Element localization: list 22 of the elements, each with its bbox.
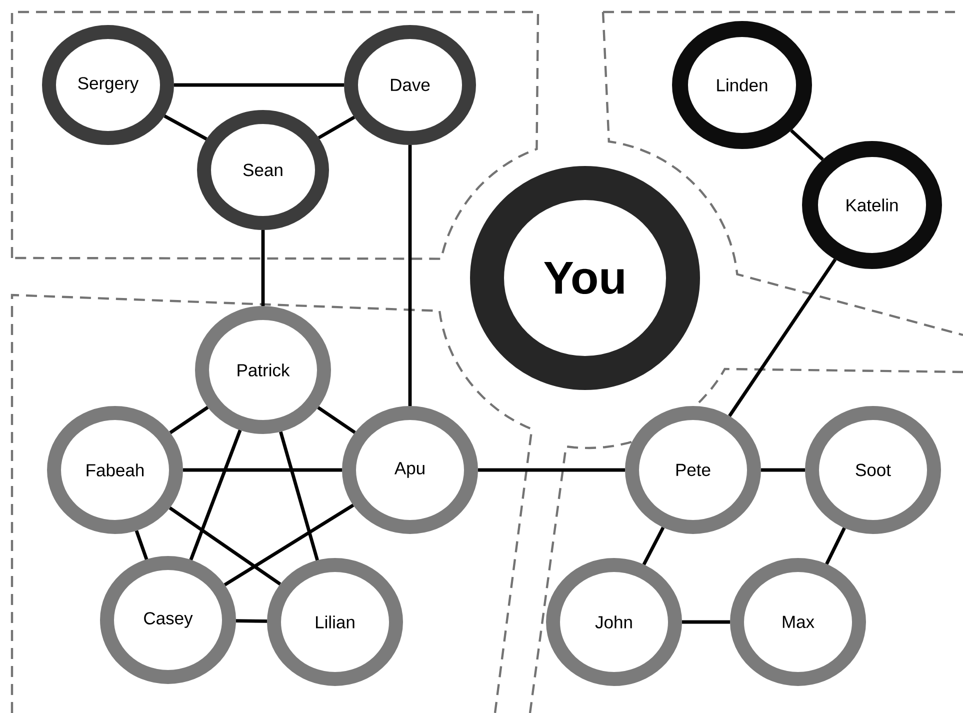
connector-line [317,406,356,434]
connector-line [134,530,148,560]
connector-line [183,468,342,472]
connector-line [478,468,625,472]
connector-line [825,527,846,565]
connector-line [408,145,412,406]
connector-line [682,620,730,624]
connector-line [761,468,805,472]
connector-line [169,406,209,434]
connector-line [279,431,319,561]
connector-line [164,114,208,140]
connector-line [224,504,354,586]
connector-line [261,230,265,306]
connector-line [318,116,356,140]
connector-line [790,129,824,161]
connector-line [642,526,665,566]
connector-line [236,619,268,623]
node-label: Pete [676,464,710,476]
connector-line [174,83,344,87]
connector-line [728,258,837,417]
connector-line [189,430,242,560]
connector-line [168,506,282,586]
